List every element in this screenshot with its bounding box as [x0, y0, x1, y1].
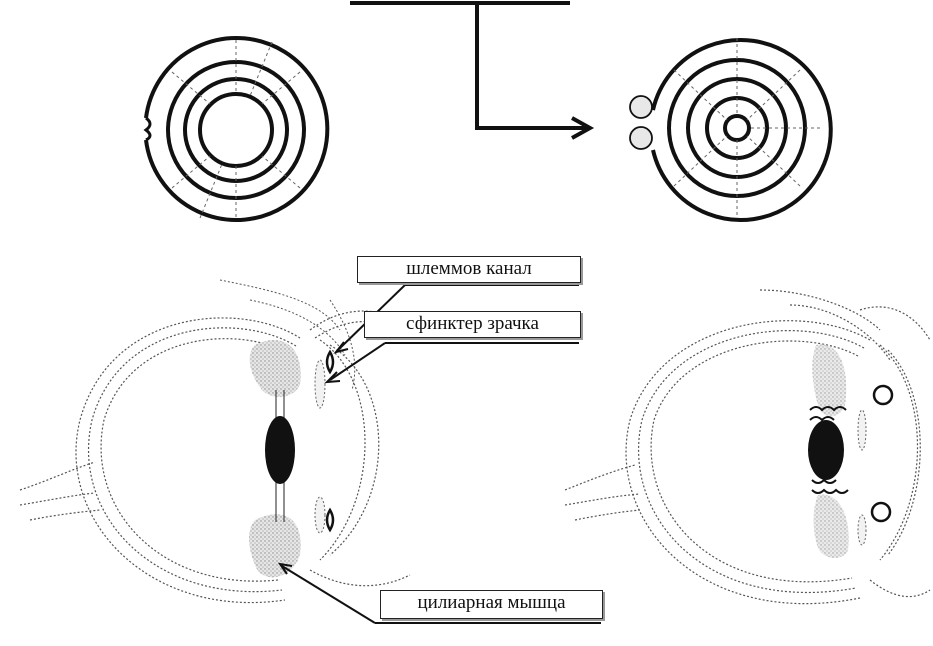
eye-diagram-right: [564, 289, 931, 605]
label-ciliary-muscle: цилиарная мышца: [380, 590, 603, 619]
label-pupil-sphincter: сфинктер зрачка: [364, 311, 581, 338]
ciliary-muscle-right-lower: [813, 494, 849, 558]
lens-accommodated: [808, 420, 844, 480]
lens: [265, 416, 295, 484]
eye-diagram-left: [19, 279, 421, 604]
ciliary-muscle-lower: [248, 514, 301, 578]
ciliary-muscle-right-upper: [812, 344, 847, 417]
label-schlemm-canal: шлеммов канал: [357, 256, 581, 283]
iris-diagram-dilated: [143, 36, 330, 222]
iris-diagram-constricted: [629, 38, 833, 222]
transition-arrow: [350, 1, 595, 140]
ciliary-muscle-upper: [249, 339, 301, 397]
